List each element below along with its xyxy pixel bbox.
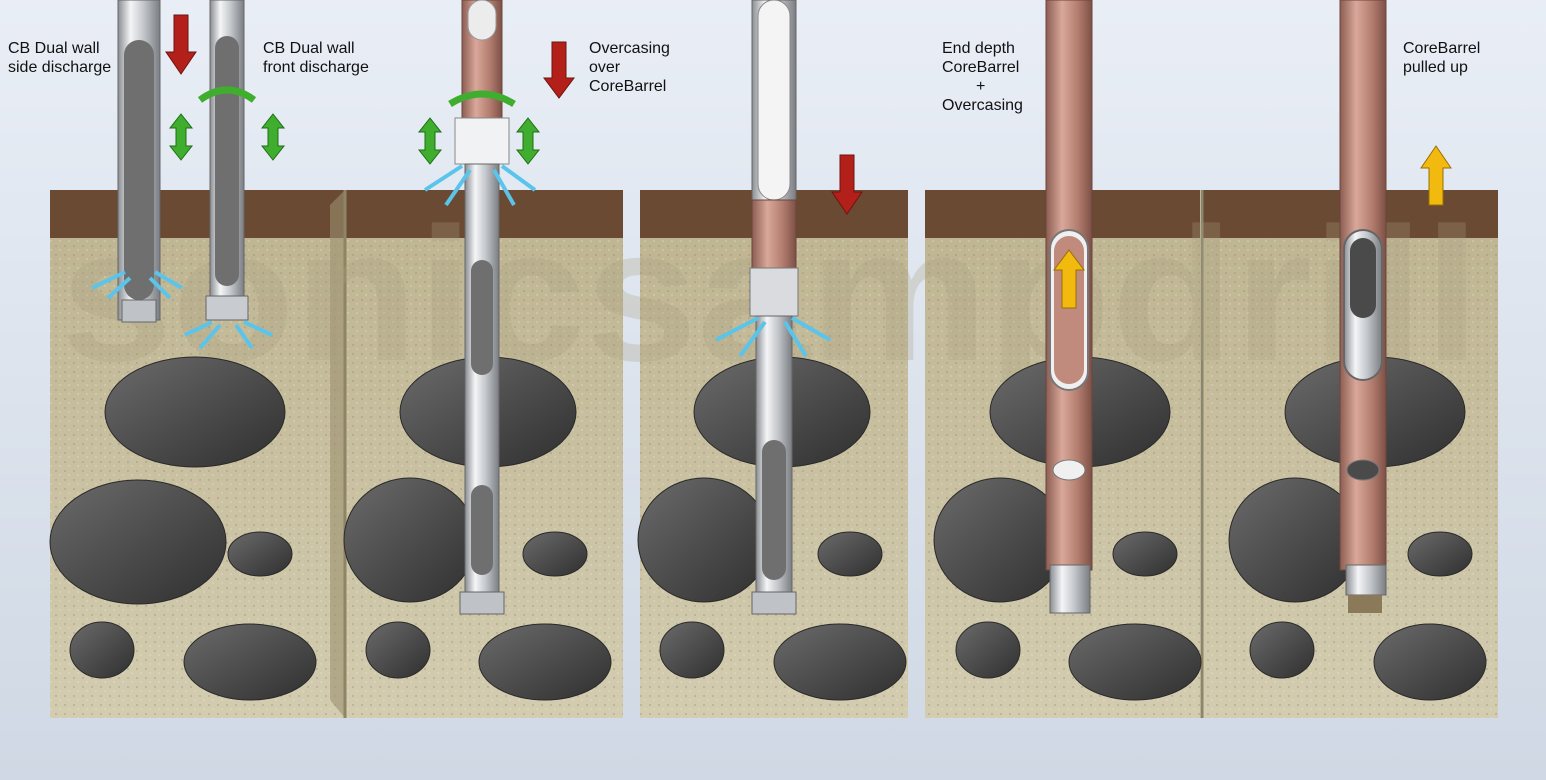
caption-line: over xyxy=(589,59,621,76)
down-arrows xyxy=(165,14,863,215)
caption-line: CoreBarrel xyxy=(942,59,1020,76)
flush-arrows xyxy=(91,164,832,358)
caption-line: front discharge xyxy=(263,59,369,76)
flush-arrow-icon xyxy=(738,320,767,358)
caption-line: pulled up xyxy=(1403,59,1468,76)
flush-arrow-icon xyxy=(106,276,132,300)
up-arrow-icon xyxy=(1420,145,1452,206)
double-arrow-icon xyxy=(260,113,286,161)
caption-line: Overcasing xyxy=(589,40,670,57)
caption-line: CoreBarrel xyxy=(589,78,667,95)
flush-arrow-icon xyxy=(500,164,537,192)
caption-line: + xyxy=(976,78,986,95)
flush-arrow-icon xyxy=(148,276,172,300)
down-arrow-icon xyxy=(543,41,575,99)
flush-arrow-icon xyxy=(91,270,126,290)
rotation-arrow-icon xyxy=(448,90,516,108)
caption-line: Overcasing xyxy=(942,97,1023,114)
caption-overcasing: Overcasing over CoreBarrel xyxy=(589,39,670,96)
flush-arrow-icon xyxy=(444,168,472,207)
overcasing-drilling xyxy=(454,0,510,615)
double-arrow-icon xyxy=(417,117,443,165)
flush-arrow-icon xyxy=(198,323,222,350)
caption-line: CB Dual wall xyxy=(8,40,100,57)
flush-arrow-icon xyxy=(492,169,516,206)
overcasing-depth xyxy=(749,0,799,615)
caption-line: CoreBarrel xyxy=(1403,40,1481,57)
caption-side-discharge: CB Dual wall side discharge xyxy=(8,39,111,77)
double-arrow-icon xyxy=(515,117,541,165)
up-arrow-icon xyxy=(1053,249,1085,309)
caption-front-discharge: CB Dual wall front discharge xyxy=(263,39,369,77)
corebarrel-pulled-up xyxy=(1339,0,1387,613)
up-arrows xyxy=(1053,145,1452,309)
corebarrel-front-discharge xyxy=(205,0,249,321)
rotation-arrows xyxy=(197,86,516,108)
down-arrow-icon xyxy=(831,154,863,215)
flush-arrow-icon xyxy=(790,316,832,342)
flush-arrow-icon xyxy=(234,323,254,350)
flush-arrow-icon xyxy=(153,270,184,290)
corebarrel-side-discharge xyxy=(117,0,161,323)
caption-end-depth: End depth CoreBarrel + Overcasing xyxy=(942,39,1032,115)
caption-pulled-up: CoreBarrel pulled up xyxy=(1403,39,1480,77)
caption-line: End depth xyxy=(942,40,1015,57)
caption-line: side discharge xyxy=(8,59,112,76)
vibration-arrows xyxy=(168,113,541,165)
flush-arrow-icon xyxy=(715,316,759,342)
double-arrow-icon xyxy=(168,113,194,161)
rotation-arrow-icon xyxy=(197,86,257,103)
flush-arrow-icon xyxy=(423,164,464,192)
flush-arrow-icon xyxy=(243,320,273,337)
caption-line: CB Dual wall xyxy=(263,40,355,57)
flush-arrow-icon xyxy=(783,320,808,358)
flush-arrow-icon xyxy=(184,320,213,337)
down-arrow-icon xyxy=(165,14,197,75)
